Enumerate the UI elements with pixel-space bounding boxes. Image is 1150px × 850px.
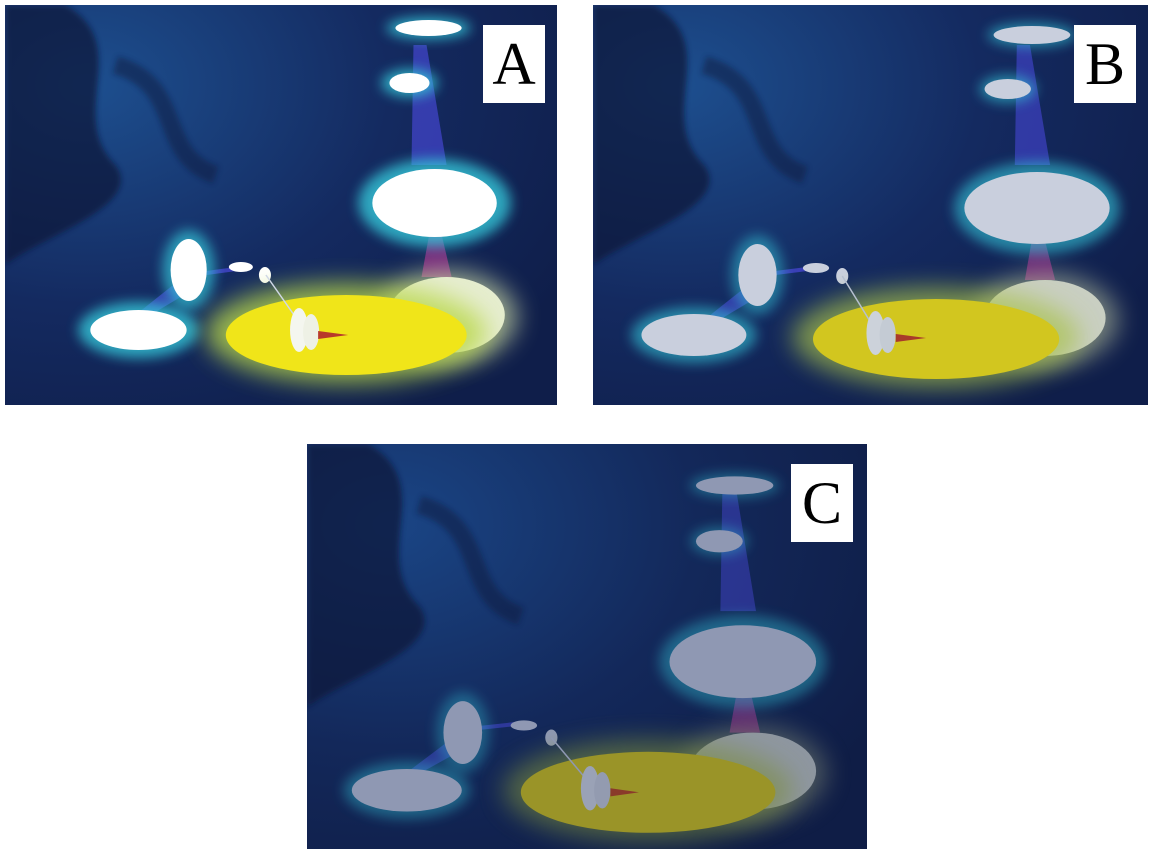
small-upright-disc-2 <box>303 314 320 350</box>
panel-c: C <box>307 444 867 849</box>
disc-top <box>993 26 1071 44</box>
small-upright-disc-1 <box>866 311 885 355</box>
disc-left <box>641 314 747 356</box>
small-upright-disc-2 <box>879 317 896 353</box>
disc-large <box>669 625 817 699</box>
disc-second <box>695 530 743 553</box>
small-upright-disc-2 <box>594 772 611 809</box>
panel-c-illustration <box>307 444 867 849</box>
thin-connector <box>550 737 588 781</box>
disc-small-1 <box>510 720 538 731</box>
disc-left <box>90 310 187 350</box>
panel-a-illustration <box>5 5 557 405</box>
scene-a <box>5 5 557 405</box>
red-pointer <box>895 334 926 342</box>
dark-terrain-streak <box>416 495 525 625</box>
dark-terrain <box>593 5 710 265</box>
thin-connector <box>841 275 875 328</box>
red-pointer <box>318 331 349 339</box>
panel-b: B <box>593 5 1148 405</box>
dark-terrain <box>307 444 425 708</box>
small-upright-disc-1 <box>580 765 600 811</box>
panel-label-b: B <box>1074 25 1136 103</box>
disc-upright <box>443 701 483 764</box>
scene-c <box>307 444 867 849</box>
disc-top <box>695 476 774 495</box>
dark-terrain-streak <box>112 56 220 184</box>
disc-upright <box>738 244 777 306</box>
small-upright-disc-1 <box>290 308 309 352</box>
disc-small-1 <box>802 263 830 273</box>
yellow-disc <box>812 299 1060 379</box>
panel-a: A <box>5 5 557 405</box>
disc-large <box>372 169 497 237</box>
dark-terrain <box>5 5 121 265</box>
disc-second <box>389 73 430 93</box>
disc-large <box>964 172 1110 244</box>
blue-beam-top <box>1014 45 1051 165</box>
disc-upright <box>170 239 207 301</box>
disc-small-1 <box>228 262 253 272</box>
panel-label-a: A <box>483 25 545 103</box>
dark-terrain-streak <box>701 56 809 184</box>
disc-top <box>395 20 462 36</box>
panel-b-illustration <box>593 5 1148 405</box>
disc-left <box>351 769 462 812</box>
panel-label-c: C <box>791 464 853 542</box>
disc-second <box>984 79 1031 99</box>
red-pointer <box>610 788 639 797</box>
scene-b <box>593 5 1148 405</box>
yellow-disc <box>520 751 776 833</box>
